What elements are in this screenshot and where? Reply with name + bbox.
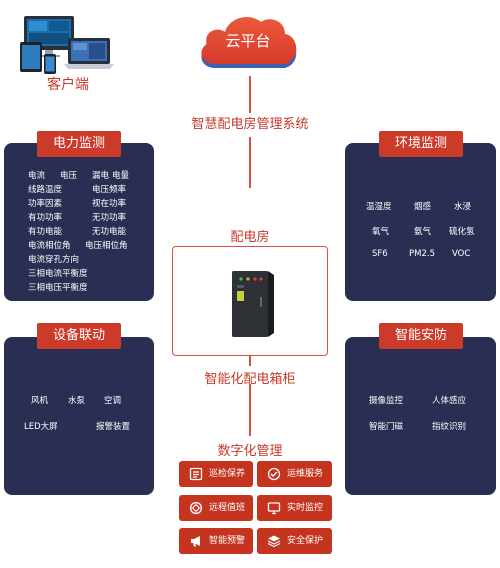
power-item: 电压频率 (92, 185, 127, 195)
realtime-monitor-icon (267, 502, 281, 515)
linkage-item: 空调 (104, 396, 122, 406)
power-item: 电压相位角 (85, 241, 128, 251)
power-item: 电流穿孔方向 (28, 255, 80, 265)
power-item: 电流 (28, 171, 46, 181)
realtime-monitor-button[interactable]: 实时监控 (257, 495, 332, 521)
power-item: 视在功率 (92, 199, 127, 209)
device-linkage-panel (4, 337, 154, 495)
smart-security-panel (345, 337, 496, 495)
cloud-icon (201, 17, 297, 68)
power-item: 三相电流平衡度 (28, 269, 88, 279)
power-item: 电压 (60, 171, 78, 181)
power-monitor-panel (4, 143, 154, 301)
cloud-platform: 云平台 (193, 8, 303, 74)
linkage-item: 水泵 (68, 396, 86, 406)
power-item: 有功功率 (28, 213, 63, 223)
megaphone-icon (191, 536, 200, 547)
smart-security-title: 智能安防 (379, 323, 463, 349)
env-item: SF6 (372, 249, 388, 259)
linkage-item: 风机 (31, 396, 49, 406)
device-linkage-title: 设备联动 (37, 323, 121, 349)
digital-label: 数字化管理 (217, 444, 283, 459)
smart-alert-button[interactable]: 智能预警 (179, 528, 253, 554)
linkage-item: 报警装置 (96, 422, 131, 432)
power-item: 电流相位角 (28, 241, 71, 251)
env-item: 硫化氢 (449, 227, 475, 237)
env-item: VOC (452, 249, 471, 259)
system-title: 智慧配电房管理系统 (172, 113, 328, 137)
power-item: 无功电能 (92, 227, 127, 237)
room-label: 配电房 (230, 230, 270, 245)
client-devices-icon (18, 14, 118, 76)
env-item: 氨气 (414, 227, 432, 237)
connector-line (249, 384, 251, 436)
cabinet-label: 智能化配电箱柜 (204, 372, 296, 387)
maintenance-label: 运维服务 (287, 469, 324, 479)
connector-line (249, 354, 251, 366)
cabinet-icon (232, 271, 274, 337)
remote-duty-icon (189, 501, 203, 515)
security-item: 智能门磁 (369, 422, 404, 432)
power-item: 三相电压平衡度 (28, 283, 88, 293)
power-item: 漏电 (92, 171, 110, 181)
power-item: 有功电能 (28, 227, 63, 237)
power-item: 线路温度 (28, 185, 63, 195)
env-item: 烟感 (414, 202, 432, 212)
realtime-monitor-label: 实时监控 (287, 503, 324, 513)
power-item: 电量 (112, 171, 130, 181)
cabinet-box (172, 246, 328, 356)
smart-alert-label: 智能预警 (209, 536, 246, 546)
security-protection-button[interactable]: 安全保护 (257, 528, 332, 554)
connector-line (249, 76, 251, 114)
inspection-button[interactable]: 巡检保养 (179, 461, 253, 487)
connector-line (249, 136, 251, 188)
layers-icon (267, 535, 281, 548)
env-item: 水浸 (454, 202, 472, 212)
remote-duty-label: 远程值班 (209, 503, 246, 513)
maintenance-button[interactable]: 运维服务 (257, 461, 332, 487)
power-monitor-title: 电力监测 (37, 131, 121, 157)
security-item: 指纹识别 (432, 422, 467, 432)
cloud-label: 云平台 (225, 32, 271, 50)
client-label: 客户端 (47, 77, 89, 93)
env-item: 温湿度 (366, 202, 392, 212)
security-protection-label: 安全保护 (287, 536, 324, 546)
env-item: PM2.5 (409, 249, 435, 259)
linkage-item: LED大屏 (24, 422, 58, 432)
security-item: 摄像监控 (369, 396, 404, 406)
power-item: 无功功率 (92, 213, 127, 223)
maintenance-icon (267, 467, 281, 481)
env-monitor-panel (345, 143, 496, 301)
power-item: 功率因素 (28, 199, 63, 209)
remote-duty-button[interactable]: 远程值班 (179, 495, 253, 521)
env-item: 氧气 (372, 227, 390, 237)
inspection-label: 巡检保养 (209, 469, 246, 479)
env-monitor-title: 环境监测 (379, 131, 463, 157)
security-item: 人体感应 (432, 396, 467, 406)
inspection-icon (189, 467, 203, 481)
